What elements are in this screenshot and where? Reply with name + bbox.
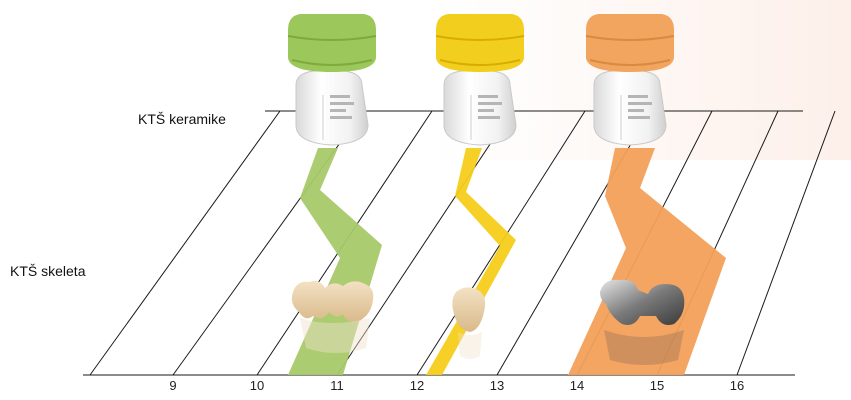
framework-cte-label: KTŠ skeleta [10,263,85,279]
scale-tick: 14 [570,378,584,393]
scale-tick: 11 [330,378,344,393]
scale-tick: 12 [410,378,424,393]
scale-tick: 16 [730,378,744,393]
scale-tick: 9 [169,378,176,393]
scale-tick-labels: 9 10 11 12 13 14 15 16 [0,378,851,398]
ceramic-cte-label: KTŠ keramike [138,111,226,127]
scale-tick: 13 [490,378,504,393]
orange-ceramic-jar [586,14,674,145]
scale-tick: 15 [650,378,664,393]
green-ceramic-jar [288,14,376,145]
scale-tick: 10 [250,378,264,393]
yellow-ceramic-jar [436,14,524,145]
